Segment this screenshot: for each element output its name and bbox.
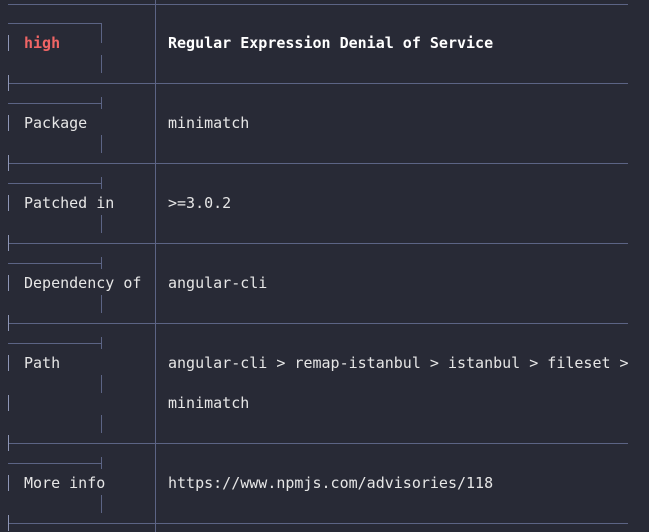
row-separator	[8, 83, 628, 84]
row-value-path-continued: minimatch	[168, 394, 250, 412]
row-label-path: Path	[24, 354, 61, 372]
row-pipe	[8, 195, 9, 211]
row-separator	[8, 243, 628, 244]
row-top-border	[8, 343, 101, 344]
row-value-patched: >=3.0.2	[168, 194, 232, 212]
left-row-border	[101, 23, 102, 43]
table-border-top	[8, 4, 628, 5]
left-row-border	[101, 495, 102, 513]
advisory-link[interactable]: https://www.npmjs.com/advisories/118	[168, 474, 494, 492]
severity-label: high	[24, 34, 61, 52]
row-pipe	[8, 155, 9, 171]
row-pipe	[8, 395, 9, 411]
row-pipe	[8, 435, 9, 451]
left-row-border	[101, 177, 102, 189]
row-label-patched: Patched in	[24, 194, 115, 212]
row-pipe	[8, 355, 9, 371]
row-value-dependency: angular-cli	[168, 274, 268, 292]
row-top-border	[8, 183, 101, 184]
row-top-border	[8, 23, 101, 24]
left-row-border	[101, 457, 102, 469]
advisory-title: Regular Expression Denial of Service	[168, 34, 494, 52]
column-divider	[155, 0, 156, 532]
row-label-more-info: More info	[24, 474, 106, 492]
row-top-border	[8, 103, 101, 104]
left-row-border	[101, 295, 102, 313]
table-border-bottom	[8, 523, 628, 524]
left-row-border	[101, 375, 102, 393]
row-pipe	[8, 75, 9, 91]
row-pipe	[8, 315, 9, 331]
row-pipe	[8, 115, 9, 131]
row-separator	[8, 443, 628, 444]
left-row-border	[101, 415, 102, 433]
row-label-package: Package	[24, 114, 88, 132]
row-value-path: angular-cli > remap-istanbul > istanbul …	[168, 354, 629, 372]
left-row-border	[101, 135, 102, 153]
row-separator	[8, 323, 628, 324]
row-separator	[8, 163, 628, 164]
left-row-border	[101, 257, 102, 269]
row-top-border	[8, 463, 101, 464]
row-pipe	[8, 475, 9, 491]
left-row-border	[101, 55, 102, 73]
row-pipe	[8, 35, 9, 51]
row-value-package: minimatch	[168, 114, 250, 132]
row-label-dependency: Dependency of	[24, 274, 142, 292]
row-pipe	[8, 275, 9, 291]
left-row-border	[101, 215, 102, 233]
left-row-border	[101, 337, 102, 349]
row-pipe	[8, 515, 9, 531]
row-top-border	[8, 263, 101, 264]
row-pipe	[8, 235, 9, 251]
left-row-border	[101, 97, 102, 109]
